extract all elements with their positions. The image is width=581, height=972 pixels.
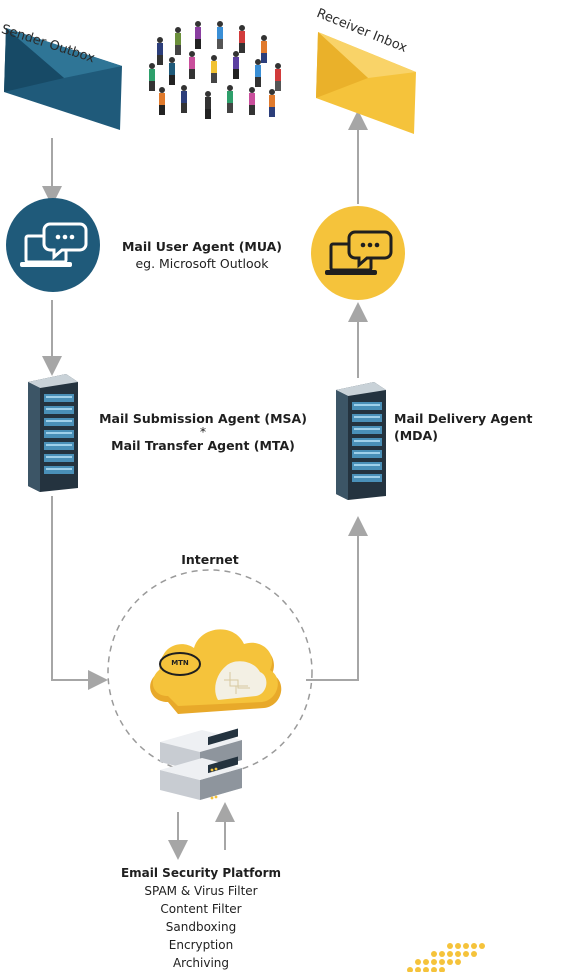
receiver-server-rack-icon <box>336 382 386 500</box>
platform-feature: Encryption <box>168 938 234 952</box>
cloud-badge: MTN <box>171 659 189 667</box>
laptop-chat-icon <box>325 230 393 275</box>
mua-title: Mail User Agent (MUA) <box>121 239 282 254</box>
mta-title: Mail Transfer Agent (MTA) <box>111 438 295 453</box>
mua-label: Mail User Agent (MUA) eg. Microsoft Outl… <box>112 238 292 272</box>
sender-mua-circle <box>6 198 100 292</box>
sender-outbox-envelope <box>4 28 122 130</box>
laptop-chat-icon <box>20 222 88 267</box>
mtn-cloud-icon <box>150 629 282 714</box>
sender-server-rack-icon <box>28 374 78 492</box>
msa-mta-label: Mail Submission Agent (MSA) * Mail Trans… <box>94 410 312 454</box>
dot-pattern-decoration <box>407 943 485 972</box>
receiver-mua-circle <box>311 206 405 300</box>
arrow-msa-to-internet <box>51 496 108 690</box>
msa-separator: * <box>199 424 207 439</box>
platform-title: Email Security Platform <box>120 866 282 880</box>
internet-label: Internet <box>181 552 239 567</box>
mda-title: Mail Delivery Agent (MDA) <box>394 411 533 443</box>
platform-label: Email Security Platform SPAM & Virus Fil… <box>96 864 306 972</box>
platform-feature: Sandboxing <box>165 920 237 934</box>
platform-feature: SPAM & Virus Filter <box>144 884 258 898</box>
msa-title: Mail Submission Agent (MSA) <box>99 411 307 426</box>
people-crowd-icon <box>149 21 281 119</box>
email-security-server-icon <box>160 728 242 800</box>
mua-subtitle: eg. Microsoft Outlook <box>135 256 269 271</box>
receiver-inbox-envelope <box>316 32 416 134</box>
platform-feature: Content Filter <box>160 902 242 916</box>
arrow-internet-to-mda <box>306 516 368 681</box>
platform-feature: Archiving <box>172 956 230 970</box>
